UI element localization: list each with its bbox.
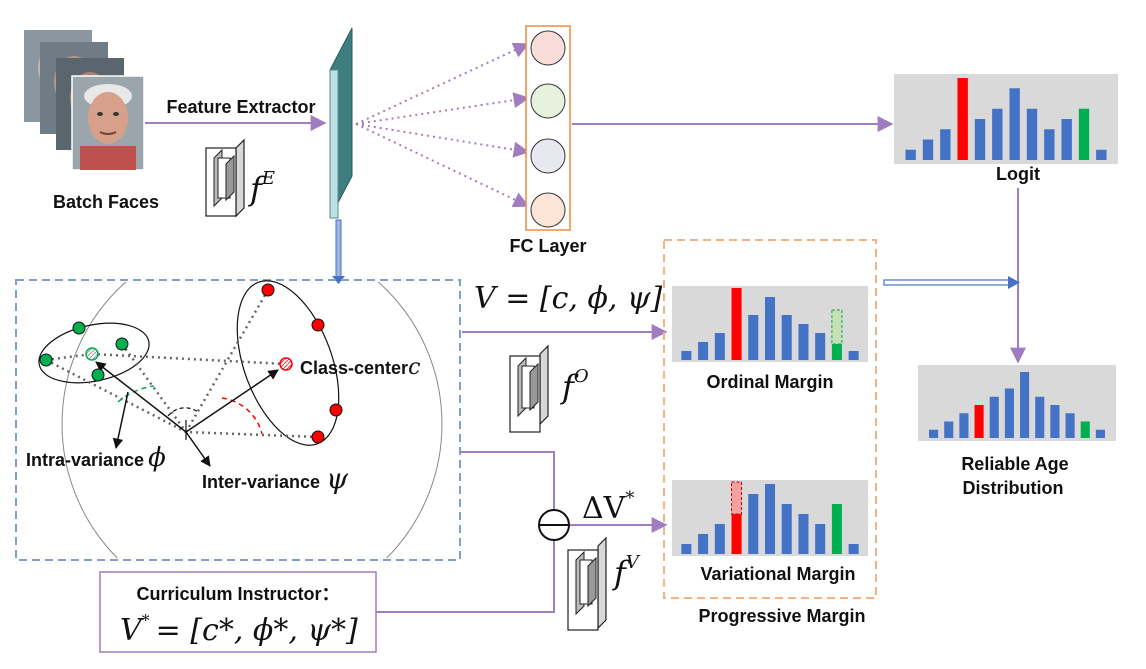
bars-logit-bar-1 — [922, 139, 934, 160]
bars-logit-bar-11 — [1096, 149, 1107, 160]
face-photo-front — [71, 75, 145, 171]
variational-margin-label: Variational Margin — [700, 564, 855, 584]
bars-logit-bar-9 — [1061, 119, 1072, 160]
bars-reliable-bar-3 — [974, 405, 984, 438]
bars-ordinal-bar-1 — [698, 342, 709, 360]
reliable-age-label-2: Distribution — [963, 478, 1064, 498]
bars-variational-bar-1 — [698, 534, 709, 554]
v-to-subtractor-line — [460, 451, 555, 510]
bars-logit-bar-3 — [957, 78, 968, 160]
bars-logit-bar-2 — [940, 129, 951, 160]
progressive-margin-label: Progressive Margin — [698, 606, 865, 626]
subtract-operator-icon — [538, 509, 570, 541]
bars-logit-bar-5 — [992, 108, 1003, 160]
curriculum-instructor-box — [99, 571, 377, 653]
batch-faces-stack — [24, 30, 145, 171]
cnn-block-icon-fO — [509, 344, 549, 433]
bars-logit-bar-6 — [1009, 88, 1020, 160]
bars-variational-bar-0 — [681, 544, 692, 554]
reliable-age-label-1: Reliable Age — [961, 454, 1068, 474]
bars-reliable-bar-7 — [1035, 396, 1045, 438]
bars-reliable-bar-1 — [944, 421, 954, 438]
slab-down-arrow — [332, 219, 345, 284]
fc-layer-label: FC Layer — [509, 236, 586, 256]
progressive-to-reliable-arrow — [883, 276, 1020, 289]
bars-variational-bar-6 — [781, 504, 792, 554]
variational-margin-ghost-bar — [731, 481, 743, 515]
bars-logit-bar-4 — [974, 119, 986, 160]
bars-logit-bar-0 — [905, 149, 916, 160]
feature-space-box — [15, 279, 461, 561]
bars-ordinal-bar-6 — [781, 315, 792, 360]
v-equation: V = [c, ϕ, ψ] — [474, 281, 662, 316]
bars-ordinal-bar-3 — [731, 288, 742, 360]
bars-ordinal-bar-7 — [798, 324, 809, 360]
bars-ordinal-bar-9 — [831, 342, 842, 360]
bars-ordinal-bar-2 — [714, 333, 725, 360]
bars-reliable-bar-9 — [1065, 413, 1075, 438]
fE-symbol: fE — [248, 168, 275, 208]
bars-variational-bar-8 — [815, 524, 826, 554]
v-star-equation: V*= [c*, ϕ*, ψ*] — [120, 611, 358, 648]
bars-variational-bar-7 — [798, 514, 809, 554]
bars-ordinal-bar-5 — [764, 297, 776, 360]
bars-variational-bar-9 — [831, 504, 842, 554]
feature-extractor-label: Feature Extractor — [166, 97, 315, 117]
bars-reliable-bar-0 — [929, 429, 939, 438]
feature-map-slab — [329, 27, 353, 219]
bars-ordinal-bar-8 — [815, 333, 826, 360]
bars-reliable-bar-6 — [1020, 372, 1030, 438]
bars-variational-bar-5 — [764, 484, 776, 554]
curriculum-to-subtractor-line — [376, 540, 555, 613]
bars-reliable-bar-8 — [1050, 405, 1060, 438]
curriculum-instructor-label: Curriculum Instructor： — [136, 584, 339, 604]
bars-logit-bar-8 — [1044, 129, 1055, 160]
fc-connection-dots — [355, 42, 530, 208]
bars-ordinal-bar-0 — [681, 351, 692, 360]
bars-logit-bar-7 — [1026, 108, 1038, 160]
bars-reliable-bar-4 — [989, 396, 999, 438]
bars-reliable-bar-2 — [959, 413, 969, 438]
ordinal-margin-label: Ordinal Margin — [706, 372, 833, 392]
feature-space-illustration — [38, 280, 443, 558]
ordinal-margin-chart — [672, 286, 868, 362]
delta-v-symbol: ΔV* — [582, 488, 634, 526]
logit-chart — [894, 74, 1118, 164]
fc-layer — [525, 25, 571, 231]
bars-variational-bar-3 — [731, 504, 742, 554]
ordinal-margin-ghost-bar — [831, 309, 843, 345]
bars-ordinal-bar-4 — [748, 315, 759, 360]
fV-symbol: fV — [612, 552, 641, 592]
logit-label: Logit — [996, 164, 1040, 184]
bars-logit-bar-10 — [1078, 108, 1090, 160]
variational-margin-chart — [672, 480, 868, 556]
class-center-label: Class-centerc — [300, 355, 420, 380]
bars-reliable-bar-11 — [1095, 429, 1105, 438]
fO-symbol: fO — [560, 366, 589, 406]
bars-variational-bar-2 — [714, 524, 725, 554]
cnn-block-icon-fE — [205, 138, 245, 218]
bars-variational-bar-10 — [848, 544, 859, 554]
bars-reliable-bar-10 — [1080, 421, 1090, 438]
reliable-age-chart — [918, 365, 1116, 441]
batch-faces-label: Batch Faces — [53, 192, 159, 212]
cnn-block-icon-fV — [567, 536, 607, 631]
bars-ordinal-bar-10 — [848, 351, 859, 360]
bars-reliable-bar-5 — [1004, 388, 1014, 438]
progressive-margin-box — [663, 239, 877, 599]
bars-variational-bar-4 — [748, 494, 759, 554]
